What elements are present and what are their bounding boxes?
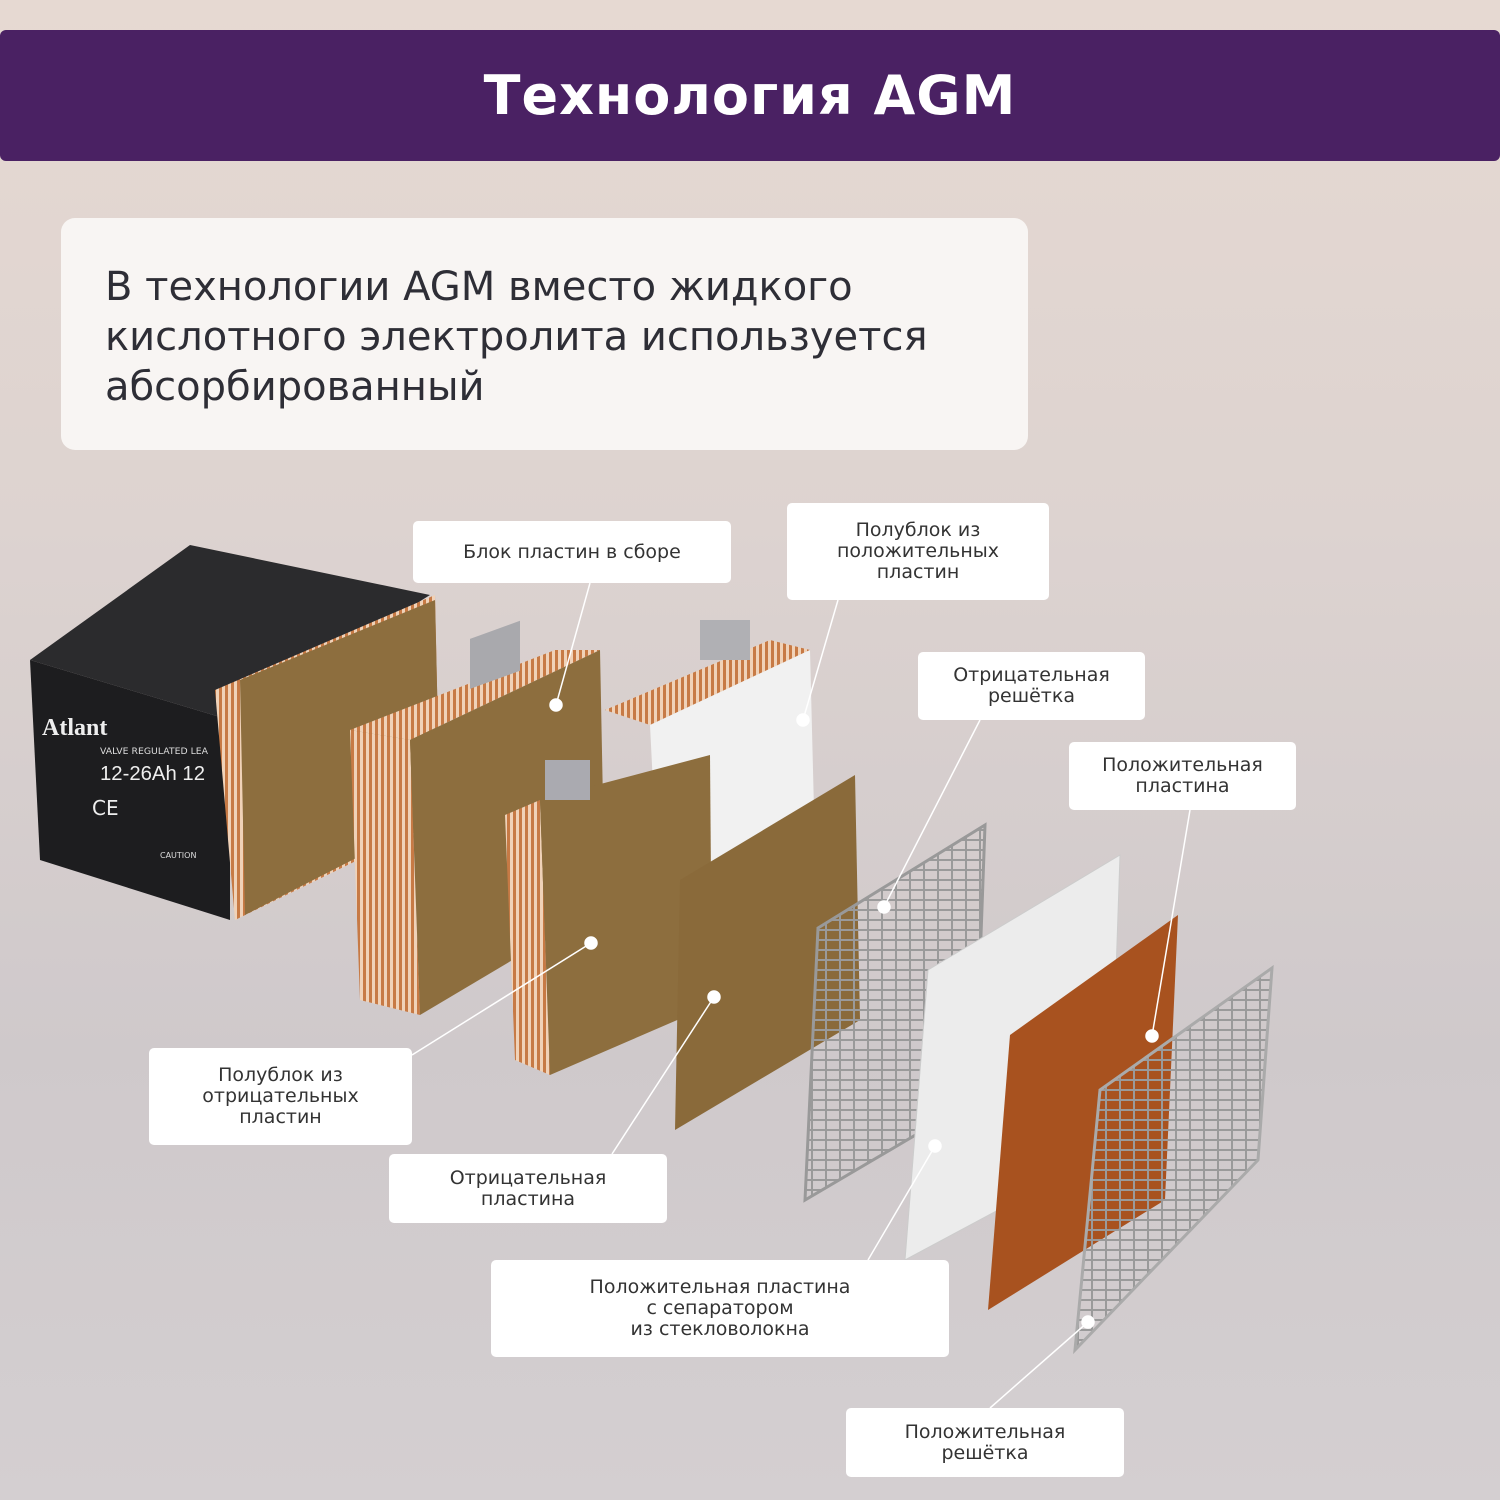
page-title: Технология AGM	[483, 64, 1017, 127]
label-negative-plate: Отрицательная пластина	[389, 1154, 667, 1223]
label-positive-plate: Положительная пластина	[1069, 742, 1296, 810]
label-positive-grid: Положительная решётка	[846, 1408, 1124, 1477]
intro-box: В технологии AGM вместо жидкого кислотно…	[61, 218, 1028, 450]
intro-text: В технологии AGM вместо жидкого кислотно…	[105, 264, 928, 410]
battery-type: VALVE REGULATED LEA	[100, 747, 209, 757]
negative-half-block	[505, 755, 712, 1075]
caution-label: CAUTION	[160, 851, 196, 860]
ce-mark: CE	[92, 796, 119, 820]
label-negative-grid: Отрицательная решётка	[918, 652, 1145, 720]
header-banner: Технология AGM	[0, 30, 1500, 161]
leader-lines	[411, 582, 1191, 1409]
battery-model: 12-26Ah 12	[100, 763, 205, 785]
positive-grid	[1073, 964, 1274, 1355]
battery-brand: Atlant	[42, 715, 107, 741]
label-negative-half-block: Полублок из отрицательных пластин	[149, 1048, 412, 1145]
label-plate-block-assembled: Блок пластин в сборе	[413, 521, 731, 583]
label-positive-plate-separator: Положительная пластина с сепаратором из …	[491, 1260, 949, 1357]
label-positive-half-block: Полублок из положительных пластин	[787, 503, 1049, 600]
